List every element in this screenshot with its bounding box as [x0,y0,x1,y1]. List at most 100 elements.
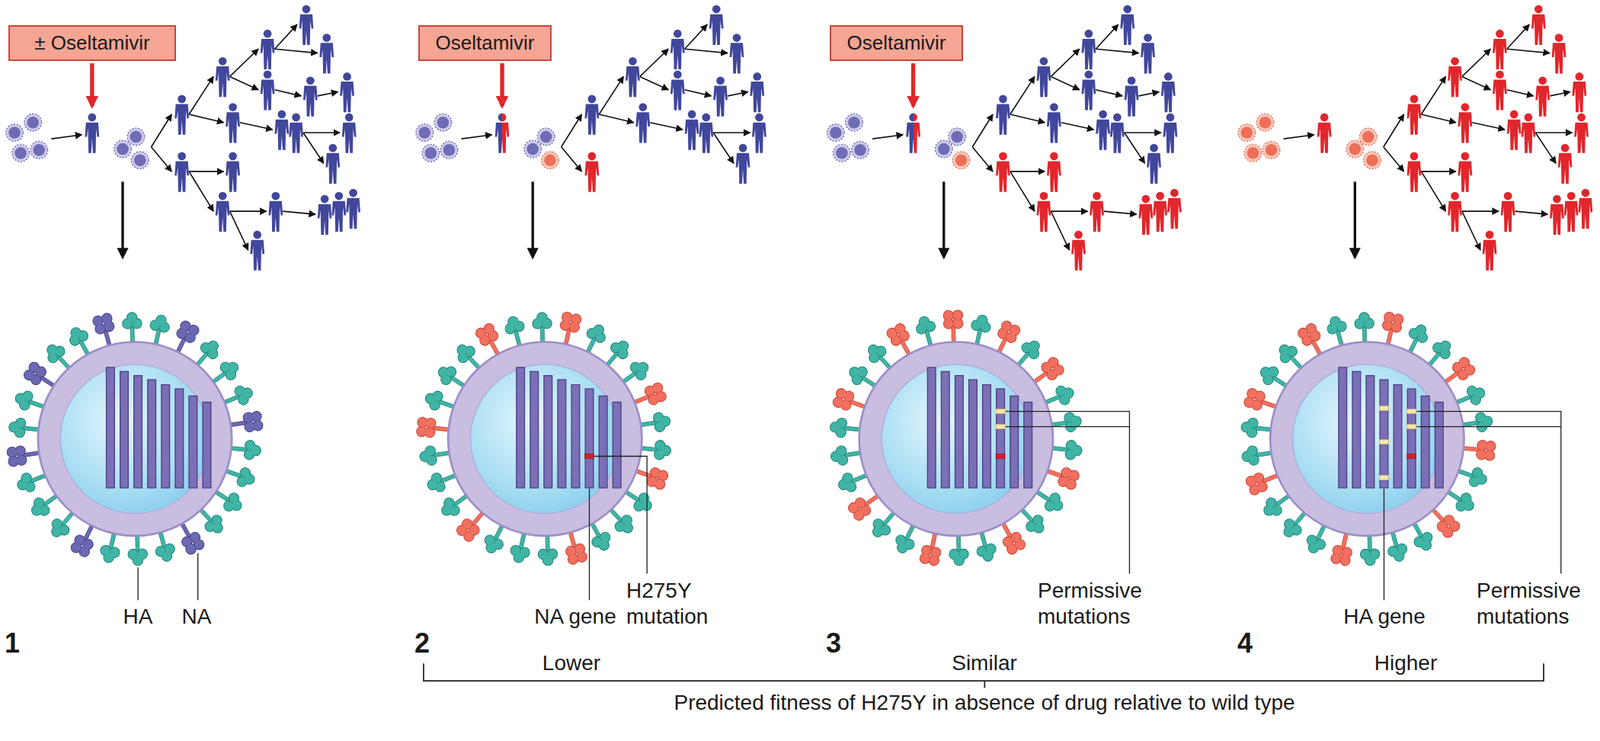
person-head [1575,72,1584,81]
person-body [713,85,728,116]
person-body [905,122,921,154]
spike-lobe-fill [652,382,664,394]
drug-label: Oseltamivir [435,31,535,55]
spike-lobe-fill [1341,547,1352,557]
person-head [1577,113,1586,122]
virus-membrane [448,342,642,536]
spike-lobe-fill [598,538,610,551]
spike-lobe [918,552,932,565]
spike-lobe [569,313,583,326]
transmission-arrow [972,114,993,148]
virus-particle [30,140,48,159]
spike-lobe-fill [944,310,954,320]
person-icon [749,72,765,112]
person-icon [684,110,700,151]
spike-lobe-fill [50,525,63,538]
person-body [174,104,189,135]
person-head [1410,95,1419,104]
h275y-mark [995,454,1005,459]
transmission-arrow [727,91,749,96]
virus-particle [114,140,132,158]
person-body [1447,66,1463,97]
spike-lobe-fill [207,339,220,352]
transmission-arrow [640,76,669,90]
person-body [995,104,1011,135]
spike-lobe-fill [95,323,106,334]
person-body [1081,79,1097,110]
person-body [260,38,276,70]
spike-lobe-fill [1441,525,1454,538]
virus-core [14,147,27,160]
part-label: Permissive mutations [1476,577,1591,629]
person-body [174,161,189,192]
spike-lobe-fill [507,316,519,327]
person-body [635,112,650,143]
spike-lobe-fill [1248,483,1261,496]
spike-lobe-fill [867,343,880,356]
person-head [498,113,507,122]
virion [1240,310,1497,567]
person-head [1552,195,1562,204]
down-arrow [121,181,124,257]
spike-lobe [1484,449,1496,461]
transmission-arrow [561,114,583,148]
virus-halo [1238,124,1256,142]
spike-lobe-fill [101,313,112,324]
person-body [1564,201,1579,232]
person-body [1124,85,1140,116]
person-head [320,195,330,204]
person-head [252,230,262,240]
person-body [1531,14,1546,45]
person-head [1410,151,1419,160]
spike-lobe-fill [1243,396,1255,407]
virus-halo [127,128,145,146]
transmission-arrow [230,76,259,90]
spike-lobe-fill [832,396,844,407]
person-head [701,113,711,122]
transmission-arrow [649,122,683,130]
virus-halo [12,144,30,162]
person-icon [215,57,231,97]
virus-core [1292,364,1442,513]
person-head [1049,151,1059,160]
spike-lobe-fill [1366,555,1376,565]
person-icon [268,192,283,232]
spike-lobe-fill [896,541,909,554]
virus-core [134,153,147,167]
leader-line [594,455,647,573]
person-body [1046,161,1062,192]
person-icon [303,76,318,116]
person-icon [339,72,355,112]
permissive-mark [1379,439,1389,445]
person-body [1507,119,1522,151]
transmission-arrow [1507,24,1530,49]
virus-core [1247,147,1260,160]
person-icon [1558,144,1573,184]
leader-line [1416,411,1561,574]
virus-halo [1346,140,1364,158]
person-icon [1146,144,1162,184]
virus-core [1349,143,1362,156]
person-icon [342,113,357,154]
gene-segment [612,402,621,488]
virus-halo [833,144,852,162]
transmission-arrow [561,147,583,172]
person-body [299,14,314,45]
spike-lobe [952,317,964,329]
person-body [670,38,685,70]
transmission-arrow [598,114,634,123]
person-icon [905,113,921,154]
gene-segment [188,395,198,487]
person-icon [319,33,334,74]
transmission-arrow [1549,91,1571,96]
spike-lobe-fill [838,478,850,490]
drug-label: Oseltamivir [846,31,946,55]
person-icon [1046,151,1062,192]
spike-lobe-fill [9,422,19,432]
transmission-arrow [1095,48,1139,53]
virus-halo [440,140,458,159]
spike-lobe-fill [243,412,254,423]
gene-segment [1393,384,1402,488]
spike-lobe-fill [1482,416,1493,426]
